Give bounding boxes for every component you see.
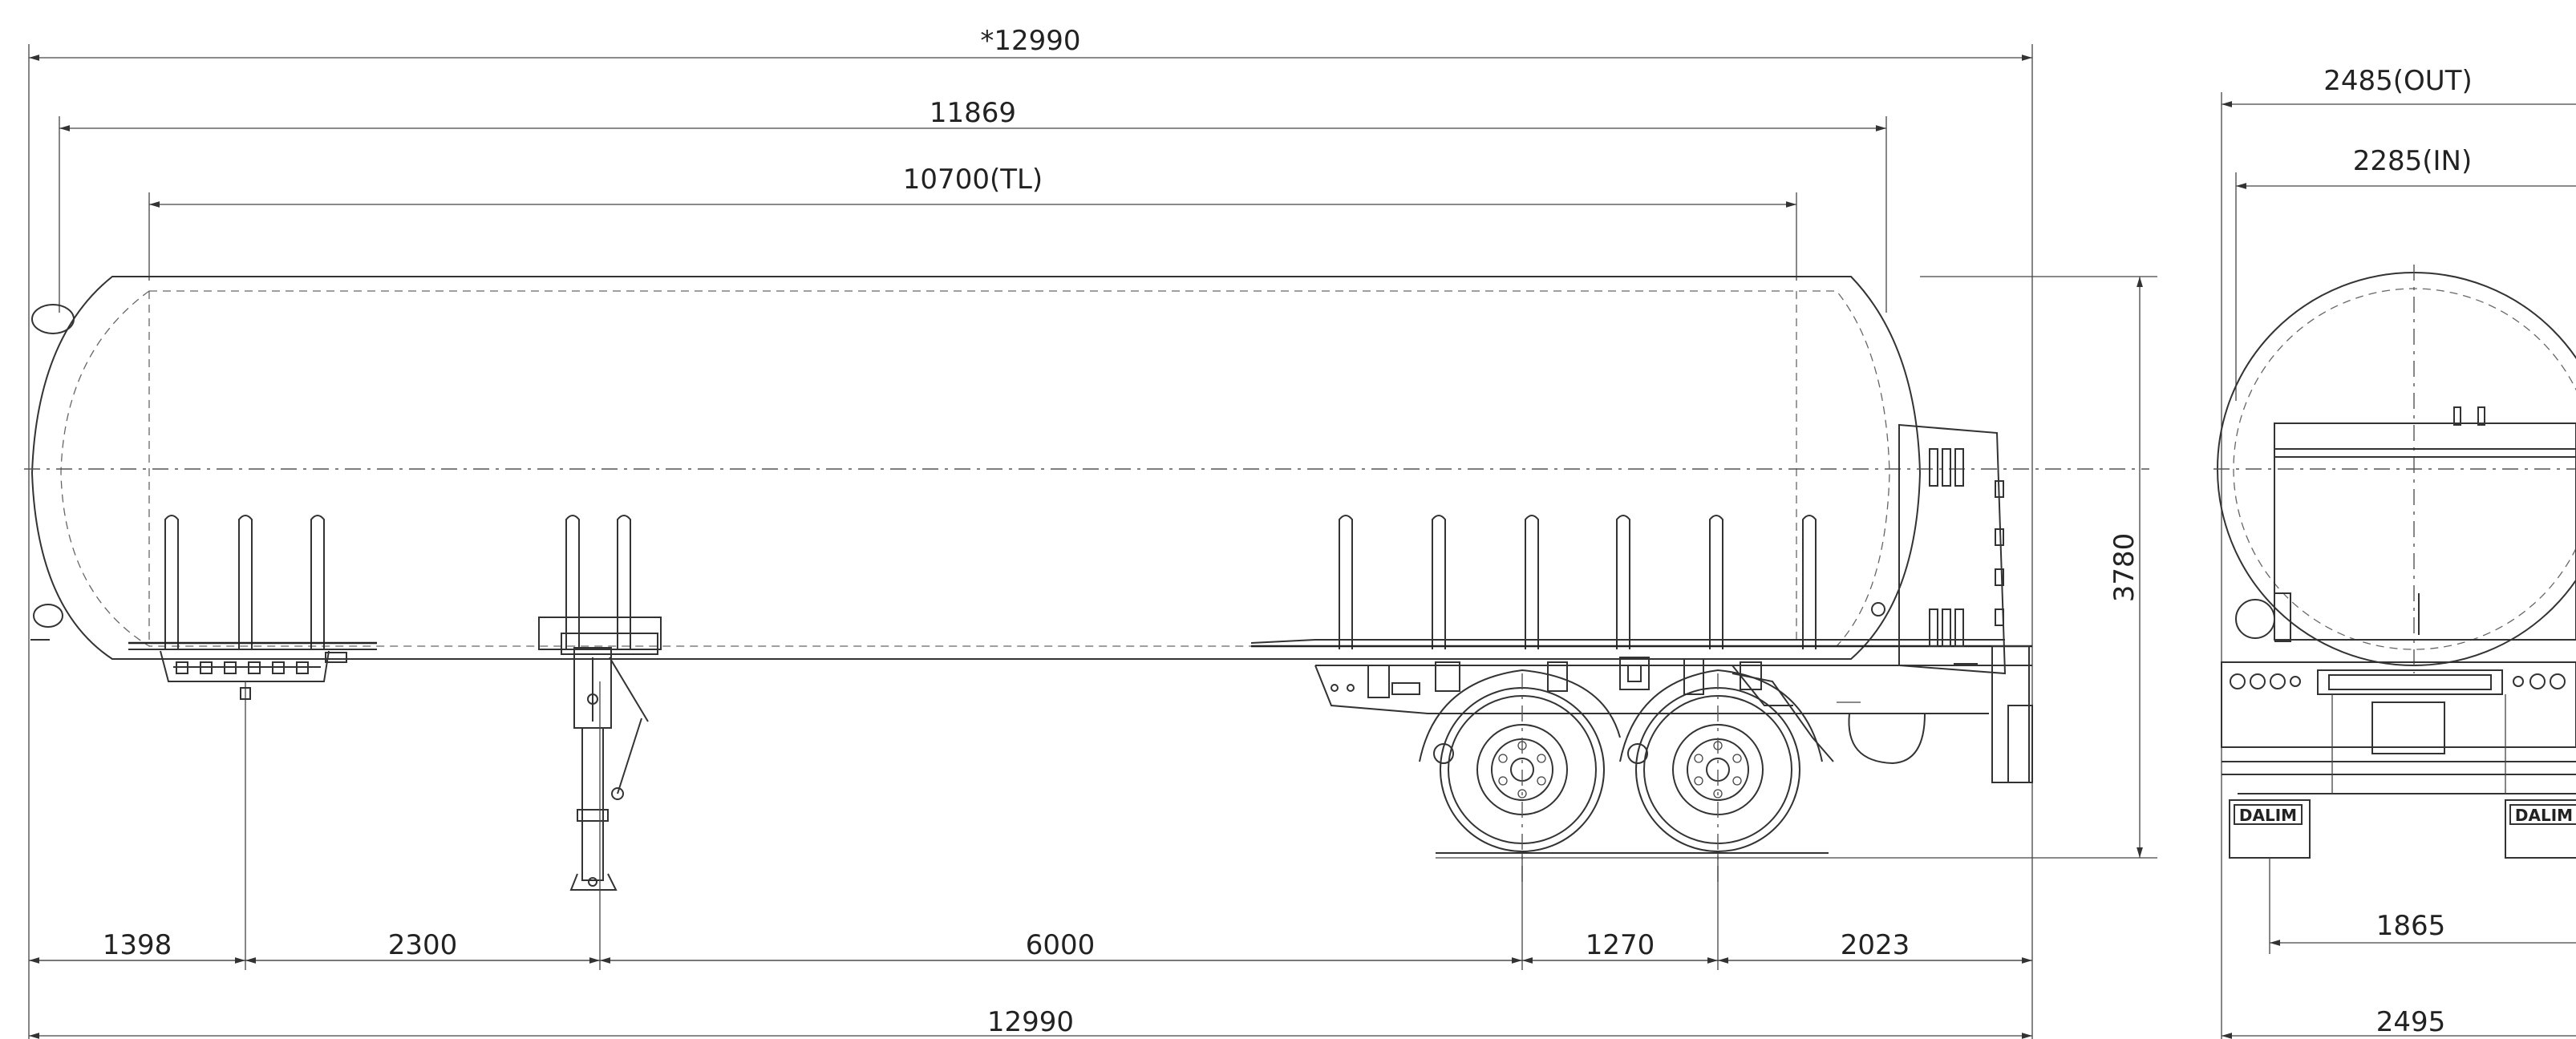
wheel-front-axle [1419, 669, 1621, 882]
dim-width-in: 2285(IN) [2353, 145, 2473, 177]
rear-view: 2485(OUT) 2285(IN) [2213, 65, 2576, 1039]
rear-cabinet [1871, 423, 2007, 675]
front-frame [128, 641, 377, 970]
dim-overall-top: *12990 [980, 25, 1080, 57]
rear-bumper [2221, 661, 2576, 794]
tank-supports-rear [1339, 515, 1817, 649]
rear-cabinet-face [2235, 406, 2576, 642]
mud-flap-right: DALIM [2505, 799, 2576, 859]
dim-height: 3780 [2108, 533, 2141, 603]
dim-seg-landing-gear: 2300 [388, 929, 458, 961]
mud-flap-left: DALIM [2229, 799, 2311, 859]
tank-body [24, 276, 2149, 660]
dim-overall-bottom: 12990 [987, 1006, 1074, 1038]
cabinet-vents [1929, 448, 1964, 647]
dim-tangent-length: 10700(TL) [903, 164, 1043, 196]
dim-overall-width: 2495 [2376, 1006, 2446, 1038]
dim-seg-wheelbase: 6000 [1026, 929, 1096, 961]
tank-supports-front [164, 515, 631, 649]
dim-tank-length: 11869 [930, 97, 1016, 129]
wheel-rear-axle [1619, 669, 1834, 882]
front-valve-manifold [176, 661, 309, 674]
dim-seg-axle-spread: 1270 [1586, 929, 1655, 961]
dim-seg-rear-overhang: 2023 [1841, 929, 1910, 961]
landing-gear [538, 617, 662, 970]
side-view: *12990 11869 10700(TL) [24, 25, 2157, 1039]
logo-left: DALIM [2239, 806, 2297, 825]
dim-width-out: 2485(OUT) [2323, 65, 2472, 97]
dim-track-width: 1865 [2376, 910, 2446, 942]
rear-frame [1250, 639, 2033, 783]
rear-tank-shell [2213, 265, 2576, 673]
logo-right: DALIM [2515, 806, 2573, 825]
dim-seg-front: 1398 [103, 929, 172, 961]
